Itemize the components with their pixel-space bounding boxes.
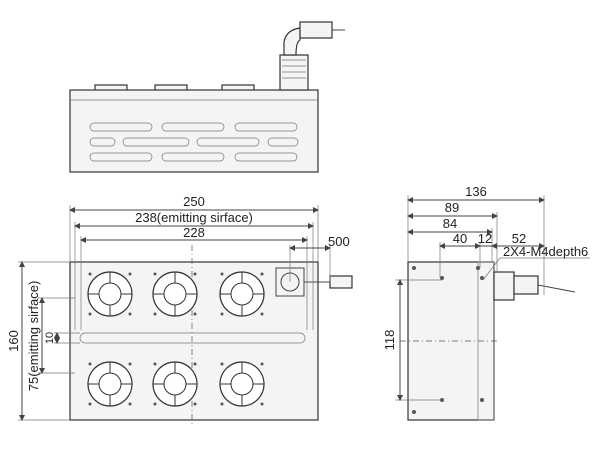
fan-icon xyxy=(87,271,133,317)
fan-icon xyxy=(152,271,198,317)
dim-slot-height: 10 xyxy=(44,332,56,344)
dim-40: 40 xyxy=(453,231,467,246)
thread-note: 2X4-M4depth6 xyxy=(503,244,588,259)
fan-icon xyxy=(87,361,133,407)
connector-side xyxy=(513,275,539,295)
connector-plug xyxy=(329,275,353,289)
dim-depth-total: 136 xyxy=(465,184,487,199)
fan-icon xyxy=(152,361,198,407)
dim-height-total: 160 xyxy=(6,330,21,352)
dim-12: 12 xyxy=(478,231,492,246)
side-view xyxy=(400,261,576,421)
emitting-slot xyxy=(79,332,306,344)
dim-width-inner: 228 xyxy=(183,225,205,240)
connector-top xyxy=(279,21,345,91)
dim-depth-89: 89 xyxy=(445,200,459,215)
dim-cable-length: 500 xyxy=(328,234,350,249)
dim-height-118: 118 xyxy=(382,330,397,351)
dim-depth-84: 84 xyxy=(443,216,457,231)
vent-slots xyxy=(89,122,299,162)
fan-icon xyxy=(219,361,265,407)
front-view xyxy=(69,245,353,425)
dim-height-emitting: 75(emitting sirface) xyxy=(26,281,41,392)
top-view xyxy=(69,21,345,173)
fan-icon xyxy=(219,271,265,317)
dim-width-emitting: 238(emitting sirface) xyxy=(135,210,253,225)
dim-width-total: 250 xyxy=(183,194,205,209)
dim-52: 52 xyxy=(512,231,526,246)
